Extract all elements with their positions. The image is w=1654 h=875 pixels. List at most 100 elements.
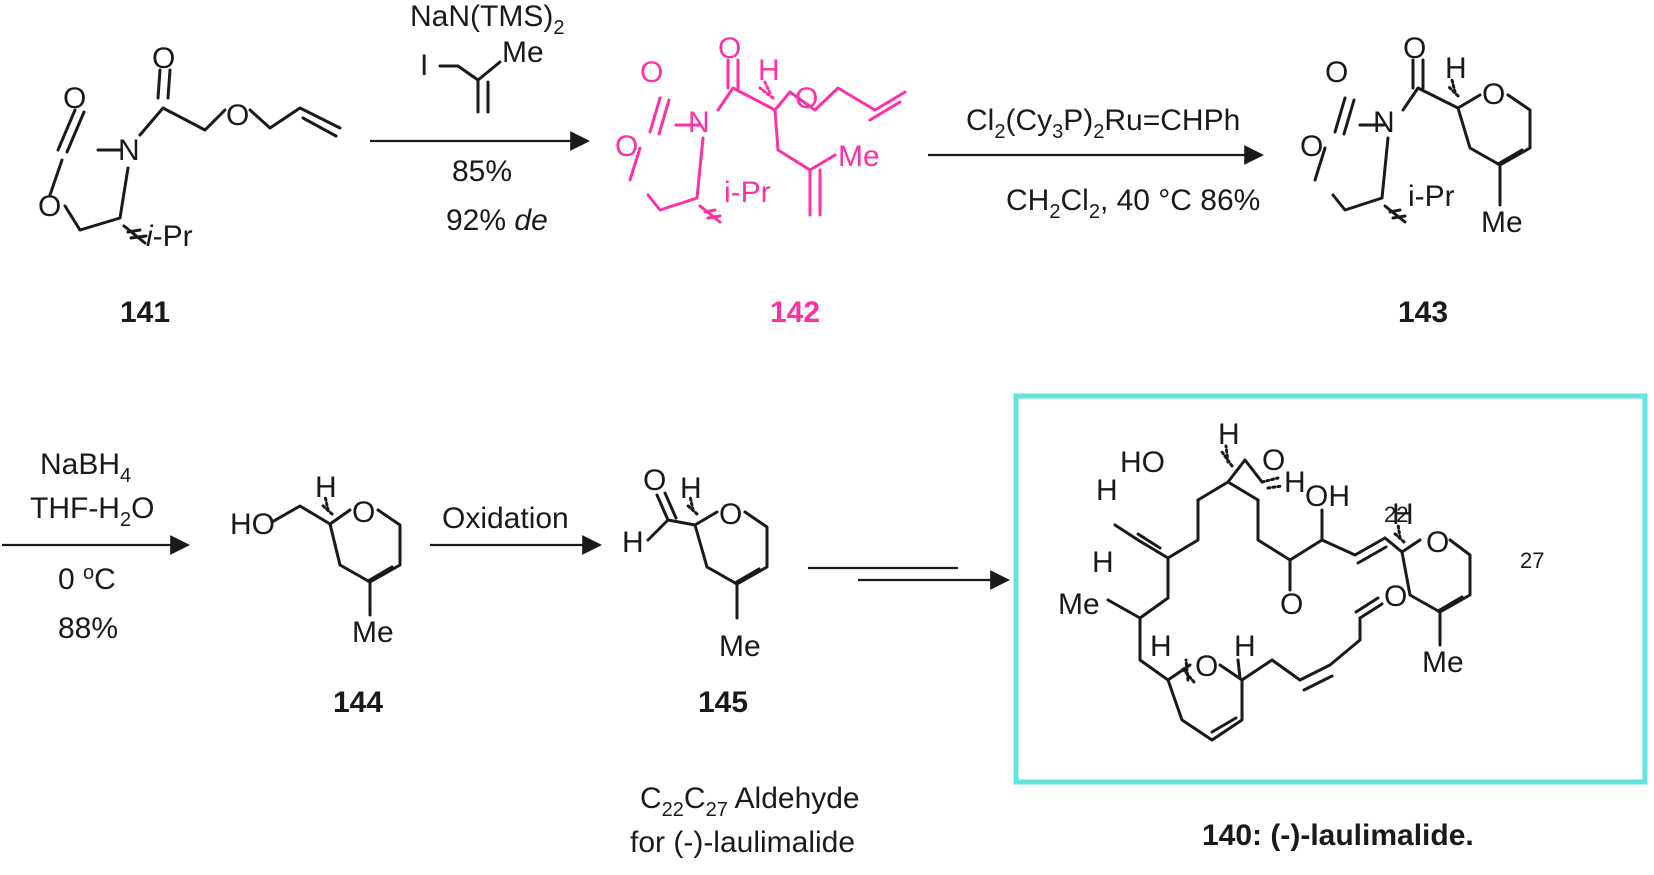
- step3-temperature: 0 oC: [58, 562, 116, 596]
- step1-yield: 85%: [452, 155, 512, 188]
- pink-methyl: Me: [838, 140, 880, 173]
- c144-methyl: Me: [352, 616, 394, 649]
- cat-sub3: 2: [1093, 121, 1104, 143]
- step2-conditions: CH2Cl2, 40 °C 86%: [1006, 184, 1260, 223]
- reagent-nabh4: NaBH4: [40, 448, 131, 487]
- nabh-sub: 4: [120, 465, 131, 487]
- compound-142-label: 142: [770, 296, 820, 329]
- c140-epoxide-oxygen: O: [1262, 444, 1285, 477]
- c143-acyl-oxygen: O: [1403, 32, 1426, 65]
- thf-a: THF-H: [30, 492, 120, 525]
- sol-c: , 40 °C 86%: [1100, 184, 1260, 217]
- compound-144-structure: HO H O Me: [230, 471, 402, 649]
- c140-h-epoxide-right: H: [1284, 466, 1306, 499]
- cap-c: Aldehyde: [728, 782, 860, 815]
- cat-b: (Cy: [1005, 104, 1052, 137]
- c145-pyran-oxygen: O: [719, 498, 742, 531]
- reagent-nan-tms: NaN(TMS)2: [410, 0, 564, 39]
- c145-aldehyde-h: H: [622, 526, 644, 559]
- cat-sub1: 2: [994, 121, 1005, 143]
- c143-h-label: H: [1445, 52, 1467, 85]
- step1-de: 92% de: [446, 204, 548, 237]
- cat-sub2: 3: [1052, 121, 1063, 143]
- c140-pyran-right-oxygen: O: [1426, 526, 1449, 559]
- carbonyl-oxygen-label: O: [63, 82, 86, 115]
- c143-methyl: Me: [1481, 206, 1523, 239]
- isopropyl-pr: -Pr: [153, 220, 193, 253]
- step1-de-label: de: [514, 204, 547, 237]
- pink-nitrogen: N: [688, 106, 710, 139]
- temp-a: 0: [58, 563, 83, 596]
- methallyl-iodide-structure: I Me: [420, 36, 544, 114]
- c145-h-label: H: [680, 472, 702, 505]
- pink-ring-oxygen: O: [615, 130, 638, 163]
- c140-methyl-right: Me: [1422, 646, 1464, 679]
- c143-ring-oxygen: O: [1300, 130, 1323, 163]
- reagent-nan-tms-main: NaN(TMS): [410, 0, 553, 33]
- nitrogen-label: N: [118, 134, 140, 167]
- c140-h-pyran-bottom-right: H: [1234, 630, 1256, 663]
- c143-pyran-oxygen: O: [1482, 78, 1505, 111]
- c140-position-27: 27: [1520, 548, 1544, 573]
- cap-sub1: 22: [662, 799, 684, 821]
- sol-sub1: 2: [1049, 201, 1060, 223]
- compound-145-structure: O H H O Me: [622, 464, 769, 663]
- c144-pyran-oxygen: O: [352, 496, 375, 529]
- c145-methyl: Me: [719, 630, 761, 663]
- compound-140-structure: HO H O H OH 22 H O 27 Me H H Me H O H O …: [1058, 418, 1544, 742]
- compound-141-structure: O O N O O i-Pr: [38, 42, 342, 253]
- pink-isopropyl: i-Pr: [724, 176, 771, 209]
- c143-nitrogen: N: [1373, 106, 1395, 139]
- step1-de-value: 92%: [446, 204, 506, 237]
- c144-hydroxyl: HO: [230, 508, 275, 541]
- c140-vinyl-h-top: H: [1096, 474, 1118, 507]
- caption-line1: C22C27 Aldehyde: [640, 782, 860, 821]
- iodide-label: I: [420, 49, 428, 82]
- compound-143-label: 143: [1398, 296, 1448, 329]
- c140-carbonyl-oxygen: O: [1384, 580, 1407, 613]
- c140-vinyl-h-bottom: H: [1092, 546, 1114, 579]
- cap-a: C: [640, 782, 662, 815]
- acyl-oxygen-label: O: [152, 42, 175, 75]
- pink-h-label: H: [758, 54, 780, 87]
- reagent-nan-tms-sub: 2: [553, 17, 564, 39]
- c140-hydroxyl-left: HO: [1120, 446, 1165, 479]
- compound-144-label: 144: [333, 686, 383, 719]
- ring-oxygen-label: O: [38, 190, 61, 223]
- c143-isopropyl: i-Pr: [1408, 180, 1455, 213]
- isopropyl-i: i: [146, 220, 154, 253]
- step4-oxidation: Oxidation: [442, 502, 569, 535]
- temp-sup: o: [83, 562, 94, 584]
- sol-a: CH: [1006, 184, 1049, 217]
- compound-145-label: 145: [698, 686, 748, 719]
- cat-d: Ru=CHPh: [1104, 104, 1240, 137]
- c140-h-pyran-bottom-left: H: [1150, 630, 1172, 663]
- pink-acyl-oxygen: O: [718, 32, 741, 65]
- cap-sub2: 27: [706, 799, 728, 821]
- step3-yield: 88%: [58, 612, 118, 645]
- compound-143-structure: O O N O H O i-Pr Me: [1300, 32, 1532, 239]
- compound-142-structure: O O N O H O Me i-Pr: [615, 32, 907, 224]
- c140-position-22: 22: [1384, 502, 1408, 527]
- c140-h-pyran-right: H: [1392, 498, 1414, 531]
- cat-c: P): [1063, 104, 1093, 137]
- compound-140-label: 140: (-)-laulimalide.: [1202, 819, 1474, 852]
- pink-ether-oxygen: O: [795, 82, 818, 115]
- c140-ester-oxygen: O: [1280, 588, 1303, 621]
- c145-aldehyde-oxygen: O: [643, 464, 666, 497]
- cap-b: C: [684, 782, 706, 815]
- c140-h-epoxide-top: H: [1218, 418, 1240, 451]
- c140-methyl-left: Me: [1058, 588, 1100, 621]
- caption-line2: for (-)-laulimalide: [630, 826, 855, 859]
- reagent-thf-water: THF-H2O: [30, 492, 154, 531]
- cat-a: Cl: [966, 104, 994, 137]
- compound-141-label: 141: [120, 296, 170, 329]
- laulimalide-frame: [1013, 393, 1648, 785]
- nabh-main: NaBH: [40, 448, 120, 481]
- pink-carbonyl-oxygen: O: [640, 56, 663, 89]
- sol-sub2: 2: [1089, 201, 1100, 223]
- c143-carbonyl-oxygen: O: [1325, 56, 1348, 89]
- isopropyl-label: i-Pr: [146, 220, 193, 253]
- grubbs-catalyst: Cl2(Cy3P)2Ru=CHPh: [966, 104, 1240, 143]
